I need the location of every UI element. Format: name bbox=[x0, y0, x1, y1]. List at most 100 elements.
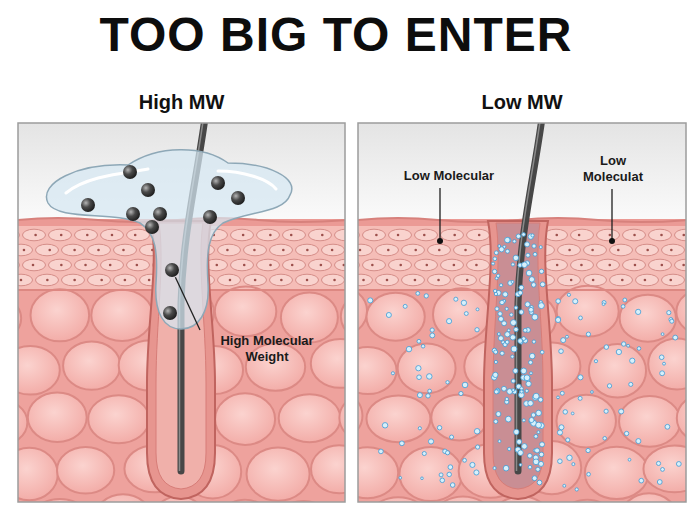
small-molecule bbox=[459, 391, 463, 395]
small-molecule bbox=[531, 234, 534, 237]
small-molecule bbox=[532, 314, 538, 320]
dermis-cell bbox=[18, 346, 60, 395]
cell-nucleus bbox=[634, 264, 637, 267]
cell-nucleus bbox=[453, 264, 456, 267]
cell-nucleus bbox=[437, 279, 440, 282]
small-molecule bbox=[508, 447, 511, 450]
small-molecule bbox=[602, 303, 605, 306]
small-molecule bbox=[536, 467, 540, 471]
epidermis-cell bbox=[283, 229, 306, 241]
small-molecule bbox=[670, 319, 674, 323]
small-molecule bbox=[578, 375, 583, 380]
epidermis-cell bbox=[335, 229, 346, 241]
small-molecule bbox=[475, 328, 479, 332]
small-molecule bbox=[498, 440, 501, 443]
small-molecule bbox=[538, 397, 543, 402]
small-molecule bbox=[573, 299, 578, 304]
dermis-cell bbox=[674, 497, 686, 502]
panel-frame bbox=[358, 123, 686, 502]
cell-nucleus bbox=[568, 249, 571, 252]
dermis-cell bbox=[431, 394, 487, 440]
small-molecule bbox=[447, 472, 451, 476]
small-molecule bbox=[496, 274, 499, 277]
epidermis-cell bbox=[610, 274, 633, 286]
cell-nucleus bbox=[670, 249, 673, 252]
epidermis-cell bbox=[62, 274, 85, 286]
epidermis-cell bbox=[584, 244, 607, 256]
epidermis-cell bbox=[18, 244, 33, 256]
leader-line bbox=[611, 189, 612, 241]
cell-nucleus bbox=[306, 249, 309, 252]
small-molecule bbox=[616, 349, 621, 354]
small-molecule bbox=[492, 269, 496, 273]
epidermis-cell bbox=[88, 274, 111, 286]
small-molecule bbox=[524, 375, 530, 381]
cell-nucleus bbox=[48, 249, 51, 252]
dermis-cell bbox=[215, 287, 276, 337]
small-molecule bbox=[512, 390, 516, 394]
epidermis-cell bbox=[101, 259, 124, 271]
small-molecule bbox=[556, 317, 561, 322]
small-molecule bbox=[445, 451, 449, 455]
small-molecule bbox=[368, 298, 373, 303]
epidermis-cell bbox=[363, 259, 386, 271]
small-molecule bbox=[474, 429, 480, 435]
epidermis-cell bbox=[218, 274, 241, 286]
small-molecule bbox=[527, 453, 532, 458]
dermis-cell bbox=[88, 395, 149, 443]
epidermis-cell bbox=[127, 229, 150, 241]
small-molecule bbox=[526, 270, 532, 276]
small-molecule bbox=[525, 242, 530, 247]
cell-nucleus bbox=[466, 279, 469, 282]
small-molecule bbox=[559, 425, 564, 430]
cell-nucleus bbox=[122, 249, 125, 252]
small-molecule bbox=[529, 353, 535, 359]
cell-nucleus bbox=[84, 264, 87, 267]
cell-nucleus bbox=[46, 279, 49, 282]
small-molecule bbox=[522, 444, 528, 450]
cell-nucleus bbox=[375, 234, 378, 237]
small-molecule bbox=[657, 480, 662, 485]
title: TOO BIG TO ENTER bbox=[0, 6, 672, 64]
dermis-cell bbox=[585, 447, 649, 499]
small-molecule bbox=[665, 424, 670, 429]
dermis-cell bbox=[91, 290, 152, 341]
small-molecule bbox=[498, 245, 501, 248]
small-molecule bbox=[557, 430, 562, 435]
epidermis-cell bbox=[545, 229, 568, 241]
cell-nucleus bbox=[621, 279, 624, 282]
small-molecule bbox=[417, 375, 422, 380]
epidermis-cell bbox=[309, 259, 332, 271]
small-molecule bbox=[424, 294, 428, 298]
small-molecule bbox=[446, 319, 451, 324]
small-molecule bbox=[526, 381, 531, 386]
epidermis-cell bbox=[296, 274, 319, 286]
dermis-cell bbox=[94, 494, 153, 502]
small-molecule bbox=[563, 484, 566, 487]
small-molecule bbox=[437, 426, 441, 430]
small-molecule bbox=[518, 339, 523, 344]
small-molecule bbox=[494, 350, 498, 354]
small-molecule bbox=[498, 312, 502, 316]
epidermis-cell bbox=[231, 259, 254, 271]
small-molecule bbox=[628, 458, 631, 461]
cell-nucleus bbox=[243, 264, 246, 267]
small-molecule bbox=[539, 452, 544, 457]
small-molecule bbox=[571, 412, 574, 415]
epidermis-cell bbox=[296, 244, 319, 256]
epidermis-cell bbox=[335, 259, 346, 271]
epidermis-cell bbox=[101, 229, 124, 241]
cell-nucleus bbox=[425, 264, 428, 267]
epidermis-cell bbox=[597, 229, 620, 241]
small-molecule bbox=[406, 346, 411, 351]
cell-nucleus bbox=[387, 249, 390, 252]
small-molecule bbox=[627, 344, 630, 347]
small-molecule bbox=[510, 313, 513, 316]
dermis-cell bbox=[620, 295, 676, 342]
epidermis-cell bbox=[675, 259, 687, 271]
cell-nucleus bbox=[478, 234, 481, 237]
small-molecule bbox=[659, 355, 664, 360]
small-molecule bbox=[575, 488, 578, 491]
small-molecule bbox=[430, 328, 434, 332]
